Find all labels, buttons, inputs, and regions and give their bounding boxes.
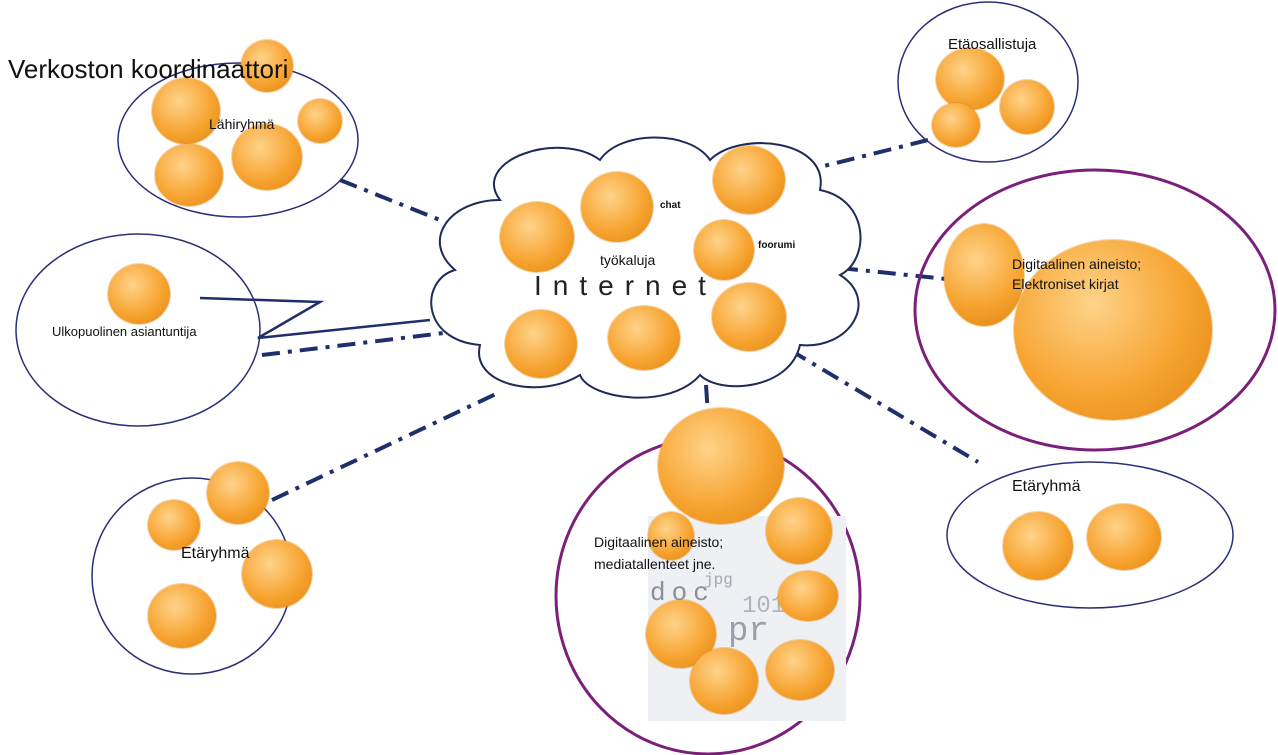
- computer-user-icon: [232, 124, 302, 190]
- film-reel-icon: [778, 571, 838, 621]
- phone-person-icon: [108, 264, 170, 324]
- idea-question-icon: [713, 146, 785, 214]
- remote-group-right-label: Etäryhmä: [1012, 478, 1081, 495]
- search-chart-icon: [658, 408, 784, 524]
- globe-people-icon: [1087, 504, 1161, 570]
- remote-group-left-label: Etäryhmä: [181, 545, 250, 562]
- connector-remote-right: [788, 348, 980, 464]
- ebook-icon: [1014, 240, 1212, 420]
- expert-ellipse: [15, 233, 261, 427]
- connector-books: [839, 266, 957, 282]
- connector-participant: [799, 138, 929, 174]
- page-title: Verkoston koordinaattori: [8, 54, 289, 84]
- group-idea-icon: [155, 144, 223, 206]
- tools-label: työkaluja: [600, 252, 656, 268]
- search-chart-icon: [944, 224, 1024, 326]
- connector-media: [704, 384, 710, 416]
- media-bg-pr: pr: [728, 613, 769, 651]
- media-bg-jpg: jpg: [704, 571, 733, 589]
- help-person-icon: [505, 310, 577, 378]
- internet-label: Internet: [534, 270, 717, 301]
- forum-label: foorumi: [758, 240, 796, 251]
- chat-label: chat: [660, 200, 681, 211]
- digital-media-label-2: mediatallenteet jne.: [594, 556, 716, 572]
- computer-user-icon: [936, 48, 1004, 110]
- digital-media-label-1: Digitaalinen aineisto;: [594, 534, 724, 550]
- book-icon: [298, 99, 342, 143]
- book-icon: [1000, 80, 1054, 134]
- connector-remote-left: [271, 390, 501, 502]
- local-group-ellipse: [117, 62, 359, 218]
- connector-local: [339, 178, 461, 230]
- network-icon: [608, 306, 680, 370]
- document-pen-icon: [712, 283, 786, 351]
- magnifier-icon: [648, 512, 694, 560]
- question-marks-icon: [241, 40, 293, 92]
- film-reel-icon: [766, 640, 834, 700]
- external-expert-label: Ulkopuolinen asiantuntija: [52, 324, 197, 339]
- participant-ellipse: [897, 1, 1079, 163]
- computer-user-icon: [242, 540, 312, 608]
- digital-books-label-1: Digitaalinen aineisto;: [1012, 256, 1142, 272]
- tools-icon: [500, 202, 574, 272]
- connectors: [261, 138, 980, 502]
- digital-books-ellipse: [913, 168, 1277, 452]
- document-icon: [766, 498, 832, 564]
- local-group-label: Lähiryhmä: [209, 116, 275, 132]
- idea-icon: [207, 462, 269, 524]
- book-icon: [690, 648, 758, 714]
- forum-icon: [694, 220, 754, 280]
- person-icon: [152, 78, 220, 144]
- connector-expert: [261, 330, 453, 357]
- zigzag-link: [199, 296, 431, 340]
- remote-group-right-ellipse: [946, 461, 1234, 609]
- book-icon: [148, 500, 200, 550]
- group-chat-icon: [1003, 512, 1073, 580]
- digital-books-label-2: Elektroniset kirjat: [1012, 276, 1119, 292]
- group-icon: [148, 584, 216, 648]
- question-marks-icon: [932, 103, 980, 147]
- remote-participant-label: Etäosallistuja: [948, 36, 1037, 53]
- chat-icon: [581, 172, 653, 242]
